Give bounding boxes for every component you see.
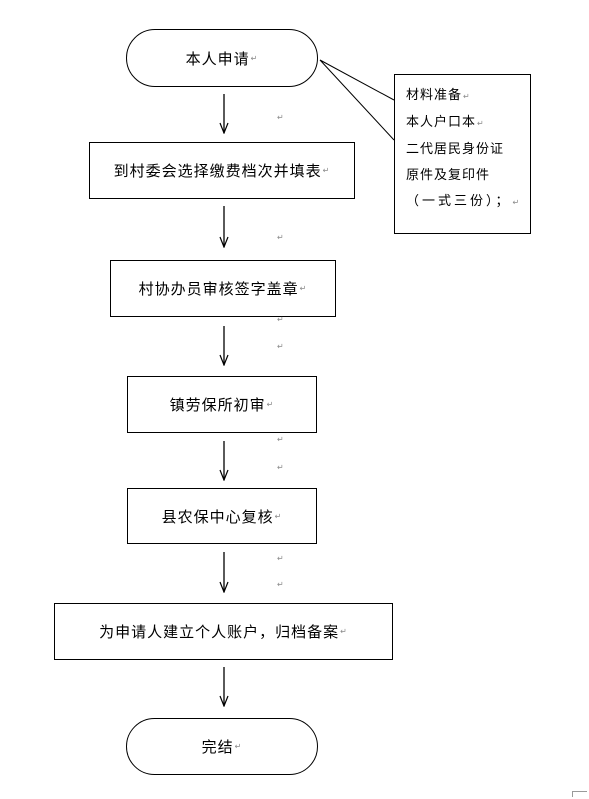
paragraph-mark: ↵ bbox=[277, 233, 284, 242]
step-2-label: 到村委会选择缴费档次并填表 bbox=[113, 162, 322, 180]
note-line-4: （一式三份）； bbox=[406, 194, 512, 209]
step-village-committee: 到村委会选择缴费档次并填表↵ bbox=[89, 142, 355, 199]
step-6-label: 为申请人建立个人账户，归档备案 bbox=[99, 623, 340, 641]
step-start-label: 本人申请 bbox=[185, 49, 250, 68]
step-town-labor-office: 镇劳保所初审↵ bbox=[127, 376, 317, 433]
paragraph-mark: ↵ bbox=[277, 463, 284, 472]
note-title: 材料准备 bbox=[406, 88, 463, 103]
step-village-assistant-review: 村协办员审核签字盖章↵ bbox=[110, 260, 336, 317]
paragraph-mark: ↵ bbox=[277, 580, 284, 589]
step-start: 本人申请↵ bbox=[126, 29, 318, 87]
step-end: 完结↵ bbox=[126, 718, 318, 775]
page-corner-marker bbox=[572, 791, 587, 797]
step-3-label: 村协办员审核签字盖章 bbox=[138, 280, 299, 298]
step-end-label: 完结 bbox=[201, 738, 234, 756]
step-create-account: 为申请人建立个人账户，归档备案↵ bbox=[54, 603, 393, 660]
step-county-insurance-center: 县农保中心复核↵ bbox=[127, 488, 317, 544]
paragraph-mark: ↵ bbox=[277, 315, 284, 324]
paragraph-mark: ↵ bbox=[277, 113, 284, 122]
paragraph-mark: ↵ bbox=[277, 554, 284, 563]
step-5-label: 县农保中心复核 bbox=[161, 507, 274, 526]
note-line-1: 本人户口本 bbox=[406, 115, 477, 130]
note-line-2: 二代居民身份证 bbox=[406, 142, 505, 157]
note-line-3: 原件及复印件 bbox=[406, 168, 491, 183]
paragraph-mark: ↵ bbox=[277, 342, 284, 351]
materials-note: 材料准备↵ 本人户口本↵ 二代居民身份证 原件及复印件 （一式三份）；↵ bbox=[394, 74, 531, 234]
step-4-label: 镇劳保所初审 bbox=[169, 396, 266, 414]
paragraph-mark: ↵ bbox=[277, 435, 284, 444]
callout-pointer bbox=[319, 59, 395, 141]
